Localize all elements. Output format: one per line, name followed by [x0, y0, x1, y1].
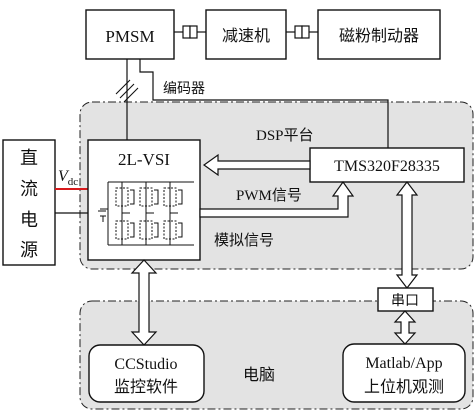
inverter-label: 2L-VSI [118, 150, 170, 169]
encoder-label: 编码器 [163, 81, 205, 97]
coupling-1 [174, 25, 206, 39]
gearbox-label: 减速机 [222, 26, 270, 45]
three-phase-marks [115, 79, 139, 103]
dc-source-block [2, 139, 56, 266]
dc-source-char-3: 电 [20, 210, 38, 231]
dsp-to-inverter-arrow [202, 153, 311, 177]
gearbox-block [205, 9, 287, 60]
pmsm-block [85, 9, 175, 60]
coupling-2 [286, 25, 318, 39]
matlab-block [342, 343, 466, 403]
brake-block [317, 9, 441, 60]
dsp-platform-label: DSP平台 [256, 127, 314, 144]
encoder-wire [139, 59, 389, 148]
inverter-schematic [98, 181, 194, 246]
matlab-label-line1: Matlab/App [365, 355, 442, 372]
inverter-block [87, 139, 201, 261]
brake-label: 磁粉制动器 [339, 26, 419, 45]
matlab-label-line2: 上位机观测 [364, 377, 444, 396]
pmsm-label: PMSM [105, 27, 154, 46]
dc-source-char-1: 直 [20, 148, 38, 169]
serial-port-label: 串口 [391, 293, 419, 309]
dc-source-char-2: 流 [20, 179, 38, 200]
inverter-to-dsp-arrow [199, 180, 355, 218]
dsp-chip-label: TMS320F28335 [334, 158, 440, 175]
switch-devices [115, 187, 183, 240]
dc-source-char-4: 源 [20, 240, 38, 261]
analog-signal-label: 模拟信号 [214, 231, 274, 249]
vdc-label: Vdc [58, 168, 78, 188]
ccs-label-line1: CCStudio [114, 356, 177, 373]
computer-label: 电脑 [243, 365, 275, 384]
ccs-label-line2: 监控软件 [114, 377, 178, 396]
ccs-block [88, 344, 205, 403]
pwm-signal-label: PWM信号 [236, 187, 302, 204]
